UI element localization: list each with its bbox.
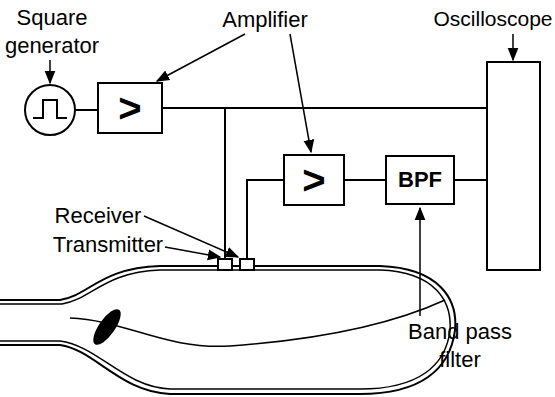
wire: [224, 108, 226, 259]
wire: [247, 180, 283, 259]
amplifier-symbol: >: [302, 160, 325, 200]
inner-contour: [70, 300, 445, 346]
component-label: Transmitter: [50, 231, 166, 259]
oscilloscope-box: [487, 62, 540, 270]
leader-arrow: [165, 247, 220, 257]
generator-symbol: [25, 85, 75, 135]
wire: [163, 107, 487, 109]
component-label: Band pass filter: [395, 318, 525, 373]
component-label: Oscilloscope: [432, 6, 554, 32]
amplifier-symbol: >: [118, 88, 141, 128]
leader-arrow: [290, 34, 311, 152]
component-label: Amplifier: [220, 6, 310, 34]
body-outline: [0, 266, 455, 394]
signal-wire: [345, 179, 385, 181]
amplifier-box: >: [283, 154, 345, 206]
transmitter-element: [218, 259, 232, 270]
component-label: Receiver: [52, 202, 144, 230]
square-pulse: [33, 100, 67, 118]
filter-box: BPF: [385, 155, 455, 205]
component-label: Square generator: [2, 4, 102, 59]
box-label: BPF: [398, 169, 442, 191]
body-inner-wall: [0, 270, 450, 389]
wire: [455, 179, 487, 181]
leader-arrow: [419, 208, 421, 316]
receiver-element: [240, 259, 254, 270]
leader-arrow: [49, 60, 51, 83]
leader-arrow: [157, 34, 245, 81]
leader-arrow: [512, 34, 514, 60]
dark-object: [88, 305, 125, 349]
wire: [75, 109, 97, 111]
amplifier-box: >: [97, 82, 163, 134]
